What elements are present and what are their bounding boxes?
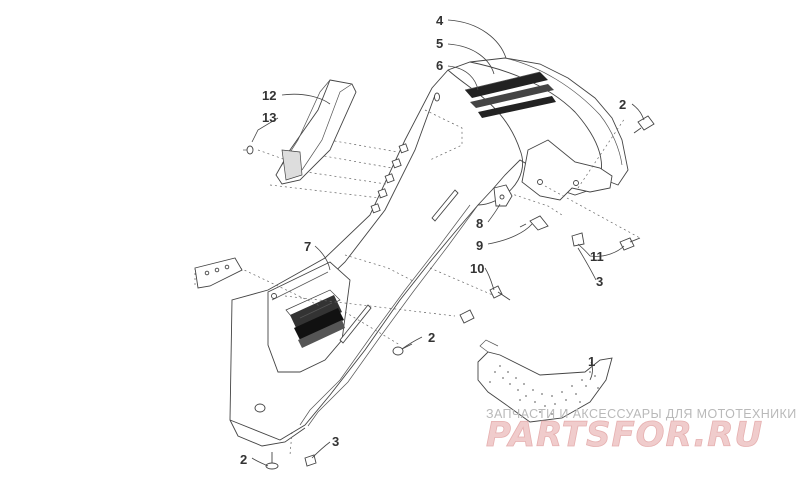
- callout-7: 7: [304, 239, 311, 254]
- callout-4: 4: [436, 13, 444, 28]
- washer-part-13: [243, 145, 254, 155]
- callout-8: 8: [476, 216, 483, 231]
- callout-13: 13: [262, 110, 276, 125]
- watermark-tagline: ЗАПЧАСТИ И АКСЕССУАРЫ ДЛЯ МОТОТЕХНИКИ: [486, 407, 797, 421]
- leader-lines: [251, 19, 645, 467]
- callout-10: 10: [470, 261, 484, 276]
- watermark: ЗАПЧАСТИ И АКСЕССУАРЫ ДЛЯ МОТОТЕХНИКИ PA…: [486, 407, 797, 455]
- callout-3-bottom: 3: [332, 434, 339, 449]
- rear-mount-bracket: [521, 139, 613, 201]
- callout-labels: 4 5 6 12 13 2 8 9 10 11 3 7 2 1 2 3: [240, 13, 626, 467]
- watermark-brand-logo: PARTSFOR.RU: [486, 415, 763, 455]
- textured-pad-part: [477, 339, 613, 423]
- callout-2-right: 2: [619, 97, 626, 112]
- callout-2-middle: 2: [428, 330, 435, 345]
- foam-pad-part: [275, 79, 357, 185]
- arch-decal-stripes: [464, 71, 556, 118]
- callout-1: 1: [588, 354, 595, 369]
- callout-11: 11: [590, 249, 604, 264]
- callout-12: 12: [262, 88, 276, 103]
- callout-6: 6: [436, 58, 443, 73]
- callout-9: 9: [476, 238, 483, 253]
- side-mount-plate: [194, 257, 243, 289]
- callout-2-bottom: 2: [240, 452, 247, 467]
- warning-decal: [285, 289, 345, 348]
- callout-3-right: 3: [596, 274, 603, 289]
- callout-5: 5: [436, 36, 443, 51]
